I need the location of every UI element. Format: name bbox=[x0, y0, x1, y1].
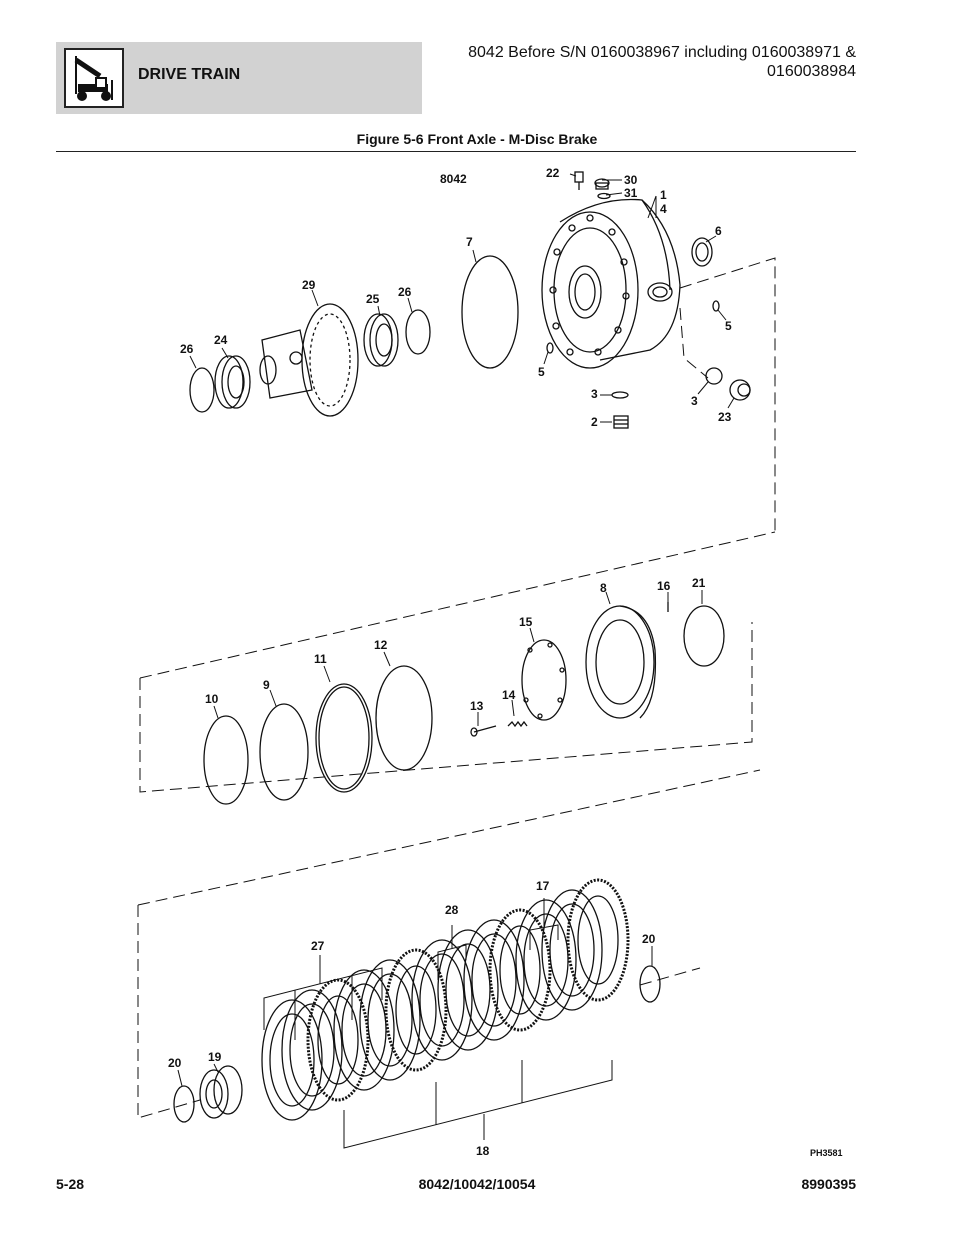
pin-5 bbox=[546, 342, 554, 354]
callout-26: 26 bbox=[398, 285, 412, 299]
callout-7: 7 bbox=[466, 235, 473, 249]
section-header: DRIVE TRAIN bbox=[56, 42, 422, 114]
ring-11-inner bbox=[318, 686, 370, 790]
o-ring-3-right bbox=[705, 367, 723, 385]
callout-24: 24 bbox=[214, 333, 228, 347]
callout-20-left: 20 bbox=[168, 1056, 182, 1070]
seal-6 bbox=[691, 237, 713, 267]
o-ring-7 bbox=[461, 255, 519, 369]
piston-8 bbox=[585, 605, 657, 719]
callout-20: 20 bbox=[642, 932, 656, 946]
ring-21 bbox=[683, 605, 725, 667]
callout-23: 23 bbox=[718, 410, 732, 424]
callout-5: 5 bbox=[538, 365, 545, 379]
image-code: PH3581 bbox=[810, 1148, 843, 1158]
callout-5-right: 5 bbox=[725, 319, 732, 333]
callout-13: 13 bbox=[470, 699, 484, 713]
plug-2 bbox=[613, 415, 629, 429]
footer-part-number: 8990395 bbox=[801, 1176, 856, 1192]
hub-19 bbox=[199, 1065, 243, 1119]
callout-31: 31 bbox=[624, 186, 638, 200]
section-title: DRIVE TRAIN bbox=[138, 66, 241, 83]
callout-15: 15 bbox=[519, 615, 533, 629]
model-line-1: 8042 Before S/N 0160038967 including 016… bbox=[468, 44, 856, 61]
callout-14: 14 bbox=[502, 688, 516, 702]
model-label: 8042 bbox=[440, 172, 467, 186]
fitting-22 bbox=[574, 171, 584, 190]
header-rule bbox=[56, 151, 856, 152]
axle-housing bbox=[541, 198, 681, 369]
plate-15 bbox=[521, 639, 567, 721]
footer-models: 8042/10042/10054 bbox=[418, 1176, 536, 1192]
shim-26-left bbox=[189, 367, 215, 413]
shim-26 bbox=[405, 309, 431, 355]
callout-4: 4 bbox=[660, 202, 667, 216]
ring-11 bbox=[315, 683, 373, 793]
breather-30 bbox=[594, 178, 610, 190]
callout-21: 21 bbox=[692, 576, 706, 590]
figure-title: Figure 5-6 Front Axle - M-Disc Brake bbox=[356, 131, 598, 147]
callout-27: 27 bbox=[311, 939, 325, 953]
plug-23 bbox=[729, 379, 751, 401]
model-line-2: 0160038984 bbox=[767, 63, 856, 80]
callout-11: 11 bbox=[314, 652, 327, 666]
spring-14 bbox=[507, 720, 528, 728]
callout-25: 25 bbox=[366, 292, 380, 306]
ring-12 bbox=[375, 665, 433, 771]
bearing-25 bbox=[363, 313, 399, 367]
disc-pack bbox=[261, 878, 630, 1121]
callout-1: 1 bbox=[660, 188, 667, 202]
callout-26-left: 26 bbox=[180, 342, 194, 356]
callout-17: 17 bbox=[536, 879, 550, 893]
leader-lines bbox=[177, 173, 735, 1087]
phantom-lines bbox=[137, 257, 776, 1119]
callout-6: 6 bbox=[715, 224, 722, 238]
ring-10 bbox=[203, 715, 249, 805]
washer-31 bbox=[597, 192, 611, 200]
callout-19: 19 bbox=[208, 1050, 222, 1064]
callout-22: 22 bbox=[546, 166, 560, 180]
callout-30: 30 bbox=[624, 173, 638, 187]
callout-8: 8 bbox=[600, 581, 607, 595]
model-applicability: 8042 Before S/N 0160038967 including 016… bbox=[436, 43, 856, 81]
callout-28: 28 bbox=[445, 903, 459, 917]
callout-3: 3 bbox=[591, 387, 598, 401]
callout-16: 16 bbox=[657, 579, 671, 593]
callout-29: 29 bbox=[302, 278, 316, 292]
callout-2: 2 bbox=[591, 415, 598, 429]
callout-9: 9 bbox=[263, 678, 270, 692]
o-ring-3 bbox=[611, 391, 629, 399]
callout-3-right: 3 bbox=[691, 394, 698, 408]
ring-9 bbox=[259, 703, 309, 801]
callout-12: 12 bbox=[374, 638, 388, 652]
bearing-24 bbox=[214, 355, 251, 409]
telehandler-icon bbox=[64, 48, 124, 108]
callout-10: 10 bbox=[205, 692, 219, 706]
snap-ring-20 bbox=[639, 965, 661, 1003]
bracket-lines bbox=[263, 898, 613, 1149]
differential-29 bbox=[259, 303, 359, 417]
snap-ring-20-left bbox=[173, 1085, 195, 1123]
pin-5-right bbox=[712, 300, 720, 312]
bolt-13 bbox=[470, 725, 497, 737]
page-number: 5-28 bbox=[56, 1176, 85, 1192]
callout-18: 18 bbox=[476, 1144, 490, 1158]
